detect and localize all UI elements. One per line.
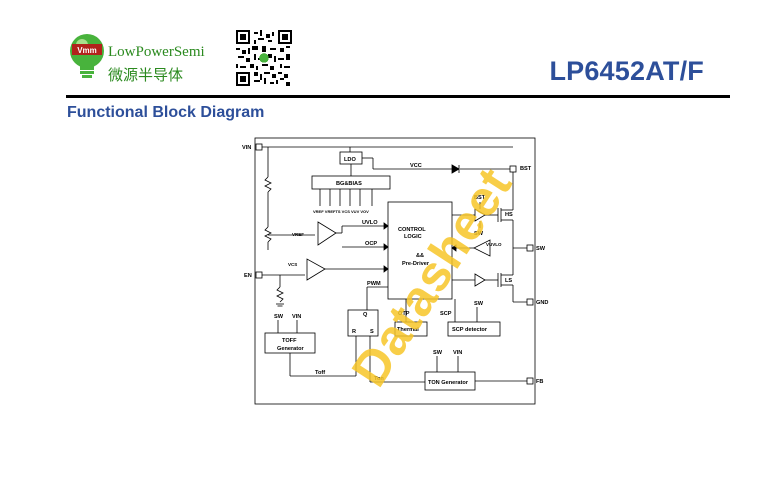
- pin-gnd-label: GND: [536, 300, 548, 306]
- uvlo-label: UVLO: [362, 220, 378, 226]
- pin-sw-label: SW: [536, 246, 546, 252]
- bst-signal-label: BST: [474, 195, 486, 201]
- control-logic-line4: Pre-Driver: [402, 261, 430, 267]
- thermal-block: [394, 321, 428, 337]
- brand-name-cn: 微源半导体: [108, 67, 184, 84]
- vin-signal-label: VIN: [292, 314, 301, 320]
- logo-badge-text: Vmm: [77, 46, 97, 55]
- ton-gen-label: TON Generator: [428, 380, 469, 386]
- hs-label: HS: [505, 212, 513, 218]
- toff-gen-line2: Generator: [277, 346, 305, 352]
- scp-detector-label: SCP detector: [452, 327, 488, 333]
- pin-fb: [526, 377, 534, 385]
- qr-code-icon: [236, 30, 292, 86]
- ldo-label: LDO: [344, 157, 356, 163]
- vcc-label: VCC: [410, 163, 422, 169]
- section-title: Functional Block Diagram: [67, 104, 265, 121]
- control-logic-block: [387, 201, 453, 300]
- brand-name-en: LowPowerSemi: [108, 44, 205, 60]
- scp-detector-block: [447, 321, 501, 337]
- sw-signal-label-4: SW: [433, 350, 443, 356]
- sw-signal-label-1: SW: [474, 231, 484, 237]
- lightbulb-logo-icon: Vmm: [70, 34, 104, 78]
- header-divider: [66, 95, 730, 98]
- sw-signal-label-3: SW: [274, 314, 284, 320]
- control-logic-line2: LOGIC: [404, 234, 422, 240]
- vin-signal-label-2: VIN: [453, 350, 462, 356]
- sr-r-label: R: [352, 329, 356, 335]
- toff-signal-label: Toff: [315, 370, 325, 376]
- pin-en: [255, 271, 263, 279]
- sr-q-label: Q: [363, 312, 368, 318]
- otp-label: OTP: [398, 311, 410, 317]
- thermal-label: Thermal: [397, 327, 419, 333]
- bandgap-outputs-label: VREF VREFTS VCS VUV VOV: [313, 209, 369, 214]
- ls-label: LS: [505, 278, 512, 284]
- functional-block-diagram: VIN EN BST SW GND FB LDO VCC BG&BIAS VRE…: [242, 137, 548, 405]
- pwm-label: PWM: [367, 281, 381, 287]
- vcs-label: VCS: [288, 262, 297, 267]
- sw-signal-label-2: SW: [474, 301, 484, 307]
- pin-fb-label: FB: [536, 379, 543, 385]
- ocp-label: OCP: [365, 241, 377, 247]
- sr-s-label: S: [370, 329, 374, 335]
- pin-gnd: [526, 298, 534, 306]
- pin-bst-label: BST: [520, 166, 532, 172]
- scp-label: SCP: [440, 311, 452, 317]
- bandgap-block: [311, 175, 391, 190]
- company-logo: Vmm LowPowerSemi 微源半导体: [66, 30, 205, 90]
- ton-signal-label: Ton: [374, 376, 384, 382]
- sr-latch-block: [347, 309, 379, 337]
- pin-bst: [509, 165, 517, 173]
- toff-gen-line1: TOFF: [282, 338, 297, 344]
- pin-sw: [526, 244, 534, 252]
- pin-vin: [255, 143, 263, 151]
- control-logic-line1: CONTROL: [398, 227, 426, 233]
- control-logic-line3: &&: [416, 253, 424, 259]
- pin-en-label: EN: [244, 273, 252, 279]
- bandgap-label: BG&BIAS: [336, 181, 362, 187]
- vref-label: VREF: [292, 232, 304, 237]
- pin-vin-label: VIN: [242, 145, 251, 151]
- part-number-title: LP6452AT/F: [549, 56, 704, 86]
- vuvlo-label: VUVLO: [486, 242, 502, 247]
- chip-outline: [254, 137, 536, 405]
